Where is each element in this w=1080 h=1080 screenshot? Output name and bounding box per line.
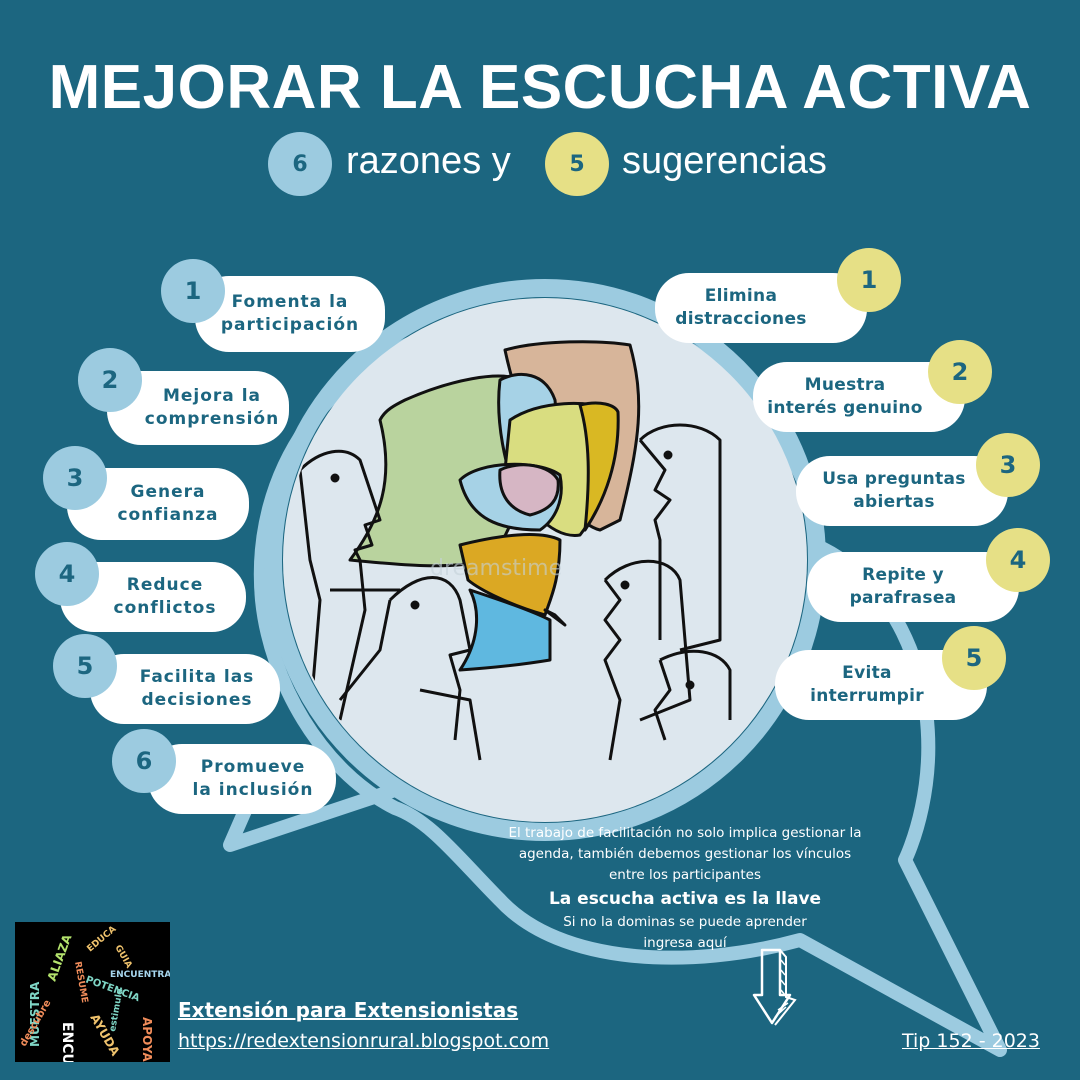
tip-line2: parafrasea: [849, 588, 957, 608]
subtitle: 6 razones y 5 sugerencias: [0, 132, 1080, 196]
tip-item-3: Usa preguntas abiertas: [796, 456, 1008, 526]
tip-line2: distracciones: [675, 309, 807, 329]
tip-item-2: Muestra interés genuino: [753, 362, 965, 432]
message-line4: Si no la dominas se puede aprender: [563, 914, 807, 930]
message-highlight: La escucha activa es la llave: [548, 889, 822, 909]
tips-count-badge: 5: [545, 132, 609, 196]
reason-line2: participación: [220, 315, 360, 335]
word-cloud-e-logo: ENCUENTRA MUESTRA ALIAZA POTENCIA EDUCA …: [15, 922, 170, 1062]
tip-line2: interrumpir: [810, 686, 924, 706]
down-arrow-icon[interactable]: [750, 945, 810, 1030]
reason-item-1: Fomenta la participación: [195, 276, 385, 352]
reason-line2: comprensión: [144, 409, 280, 429]
reason-line1: Genera: [130, 482, 206, 502]
reason-line2: decisiones: [141, 690, 253, 710]
brand-logo: ENCUENTRA MUESTRA ALIAZA POTENCIA EDUCA …: [15, 922, 170, 1062]
tips-label: sugerencias: [622, 140, 827, 182]
reason-line2: la inclusión: [192, 780, 314, 800]
tip-line1: Usa preguntas: [822, 469, 966, 489]
message-line1: El trabajo de facilitación no solo impli…: [508, 825, 862, 841]
tip-line2: abiertas: [853, 492, 935, 512]
reason-item-5: Facilita las decisiones: [90, 654, 280, 724]
tip-number-5: 5: [942, 626, 1006, 690]
tip-line2: interés genuino: [767, 398, 923, 418]
reason-line2: conflictos: [113, 598, 217, 618]
reasons-label: razones y: [346, 140, 511, 182]
reason-line1: Mejora la: [162, 386, 261, 406]
message-block: El trabajo de facilitación no solo impli…: [470, 823, 900, 954]
tip-line1: Evita: [842, 663, 892, 683]
reason-line1: Reduce: [126, 575, 204, 595]
tip-item-4: Repite y parafrasea: [807, 552, 1019, 622]
tip-number-3: 3: [976, 433, 1040, 497]
tip-number-2: 2: [928, 340, 992, 404]
svg-text:APOYA: APOYA: [140, 1017, 154, 1062]
tip-number-1: 1: [837, 248, 901, 312]
reason-number-2: 2: [78, 348, 142, 412]
reason-item-6: Promueve la inclusión: [148, 744, 336, 814]
reason-line1: Promueve: [200, 757, 306, 777]
tip-number-link[interactable]: Tip 152 - 2023: [902, 1030, 1040, 1052]
reason-number-5: 5: [53, 634, 117, 698]
reason-line1: Fomenta la: [231, 292, 349, 312]
tip-line1: Elimina: [704, 286, 778, 306]
blog-url-link[interactable]: https://redextensionrural.blogspot.com: [178, 1030, 550, 1052]
message-line3: entre los participantes: [609, 867, 761, 883]
reason-line1: Facilita las: [139, 667, 255, 687]
reasons-count-badge: 6: [268, 132, 332, 196]
svg-text:MUESTRA: MUESTRA: [28, 981, 42, 1047]
reason-number-1: 1: [161, 259, 225, 323]
brand-name-link[interactable]: Extensión para Extensionistas: [178, 998, 519, 1022]
page-title: MEJORAR LA ESCUCHA ACTIVA: [48, 53, 1032, 122]
svg-text:ENCUENTRA: ENCUENTRA: [59, 1022, 75, 1062]
reason-line2: confianza: [117, 505, 219, 525]
message-line5[interactable]: ingresa aquí: [643, 935, 727, 951]
tip-number-4: 4: [986, 528, 1050, 592]
reason-number-4: 4: [35, 542, 99, 606]
reason-number-3: 3: [43, 446, 107, 510]
tip-line1: Muestra: [804, 375, 886, 395]
reason-item-4: Reduce conflictos: [60, 562, 246, 632]
tip-item-1: Elimina distracciones: [655, 273, 867, 343]
tip-line1: Repite y: [862, 565, 944, 585]
reason-number-6: 6: [112, 729, 176, 793]
message-line2: agenda, también debemos gestionar los ví…: [518, 846, 852, 862]
watermark: dreamstime: [430, 556, 562, 581]
svg-text:ENCUENTRA: ENCUENTRA: [110, 970, 170, 980]
